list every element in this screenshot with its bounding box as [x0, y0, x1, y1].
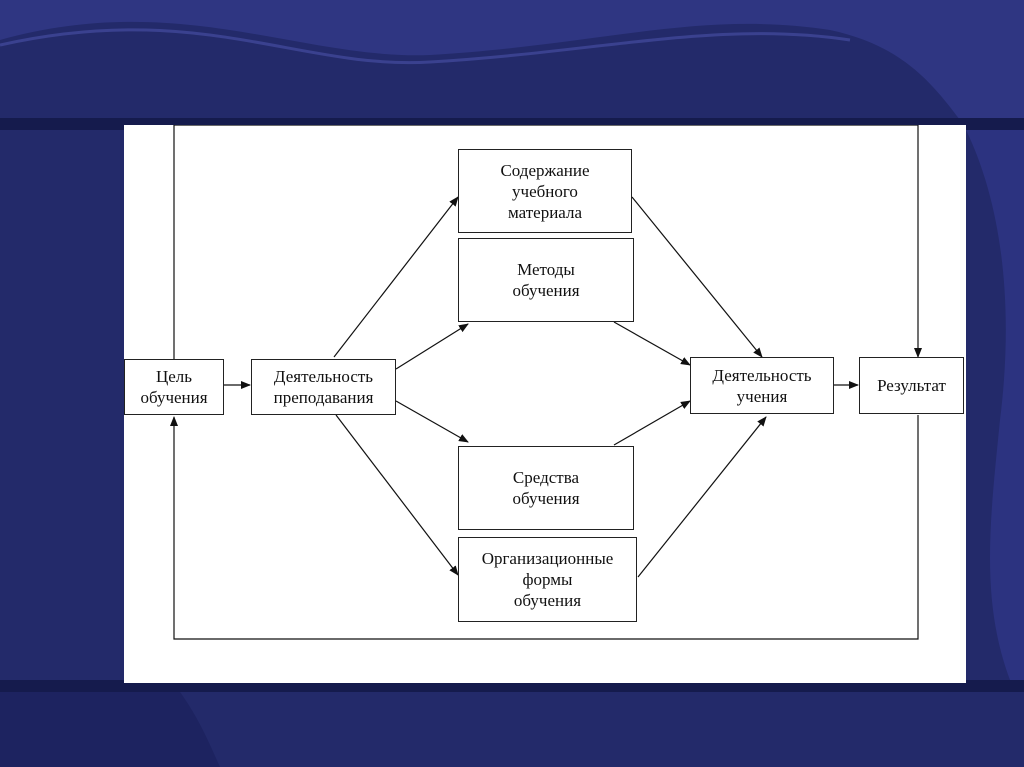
result-box: Результат: [859, 357, 964, 414]
connectors: [170, 125, 922, 640]
edge-result-goal: [170, 415, 919, 640]
edge-means-learning: [613, 400, 691, 446]
edge-goal-result: [173, 125, 922, 359]
edge-forms-learning: [637, 416, 767, 578]
edge-teaching-forms: [335, 414, 459, 576]
learning-activity-box: Деятельность учения: [690, 357, 834, 414]
means-box: Средства обучения: [458, 446, 634, 530]
edge-teaching-content: [333, 196, 459, 358]
teaching-activity-box: Деятельность преподавания: [251, 359, 396, 415]
edge-content-learning: [631, 196, 763, 358]
edge-teaching-methods: [395, 323, 469, 370]
methods-box: Методы обучения: [458, 238, 634, 322]
diagram-panel: Цель обучения Деятельность преподавания …: [124, 125, 966, 683]
goal-box: Цель обучения: [124, 359, 224, 415]
forms-box: Организационные формы обучения: [458, 537, 637, 622]
edge-methods-learning: [613, 321, 691, 366]
content-box: Содержание учебного материала: [458, 149, 632, 233]
edge-teaching-means: [395, 400, 469, 443]
